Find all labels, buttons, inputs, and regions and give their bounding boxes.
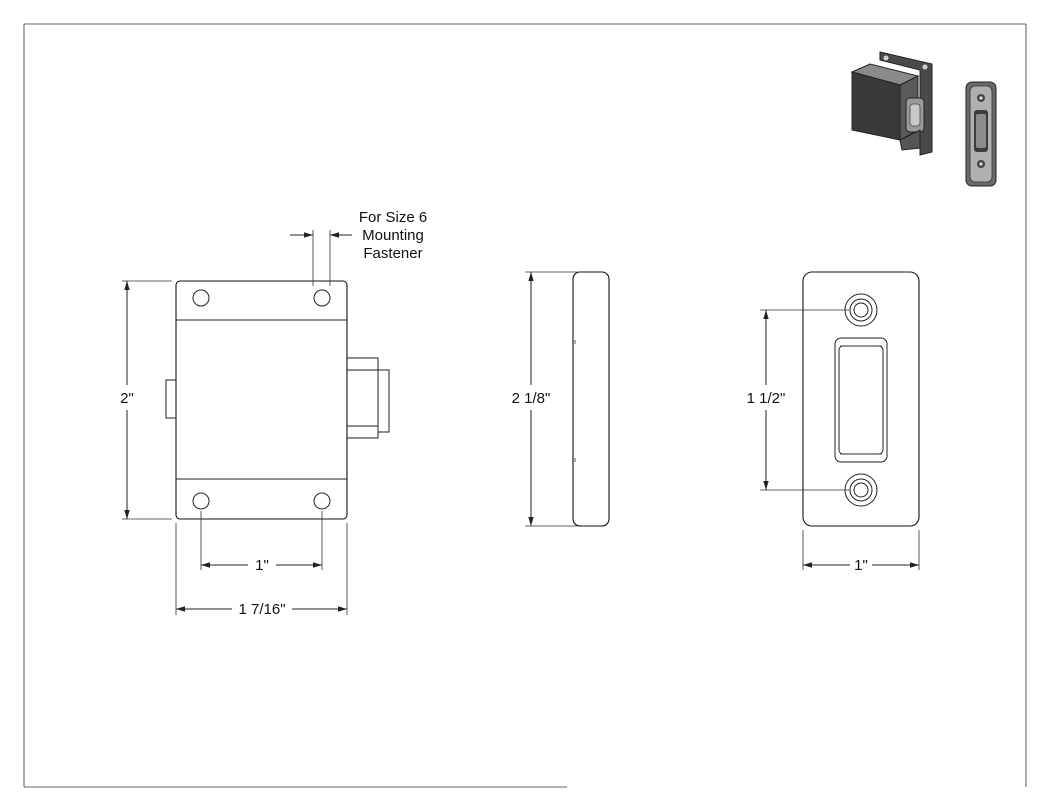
strike-hole-spacing-label: 1 1/2": [747, 390, 786, 407]
fastener-note-line-1: For Size 6: [359, 209, 427, 226]
strike-width-dimension: [802, 530, 920, 570]
side-height-dimension: [525, 271, 577, 527]
hole-spacing-dimension: [200, 511, 323, 570]
side-height-label: 2 1/8": [512, 390, 551, 407]
strike-width-label: 1": [854, 557, 868, 574]
latch-front-view: [165, 280, 390, 520]
latch-height-label: 2": [120, 390, 134, 407]
fastener-note-line-2: Mounting: [362, 227, 424, 244]
strike-hole-spacing-dimension: [760, 309, 850, 491]
fastener-note-leader: [290, 230, 352, 286]
hole-spacing-label: 1": [255, 557, 269, 574]
product-render-image: [850, 51, 997, 187]
latch-width-dimension: [175, 523, 348, 615]
sheet-border: [23, 23, 1027, 788]
strike-side-view: [572, 271, 610, 527]
latch-width-label: 1 7/16": [238, 601, 285, 618]
fastener-note-line-3: Fastener: [363, 245, 422, 262]
latch-height-dimension: [122, 280, 172, 520]
